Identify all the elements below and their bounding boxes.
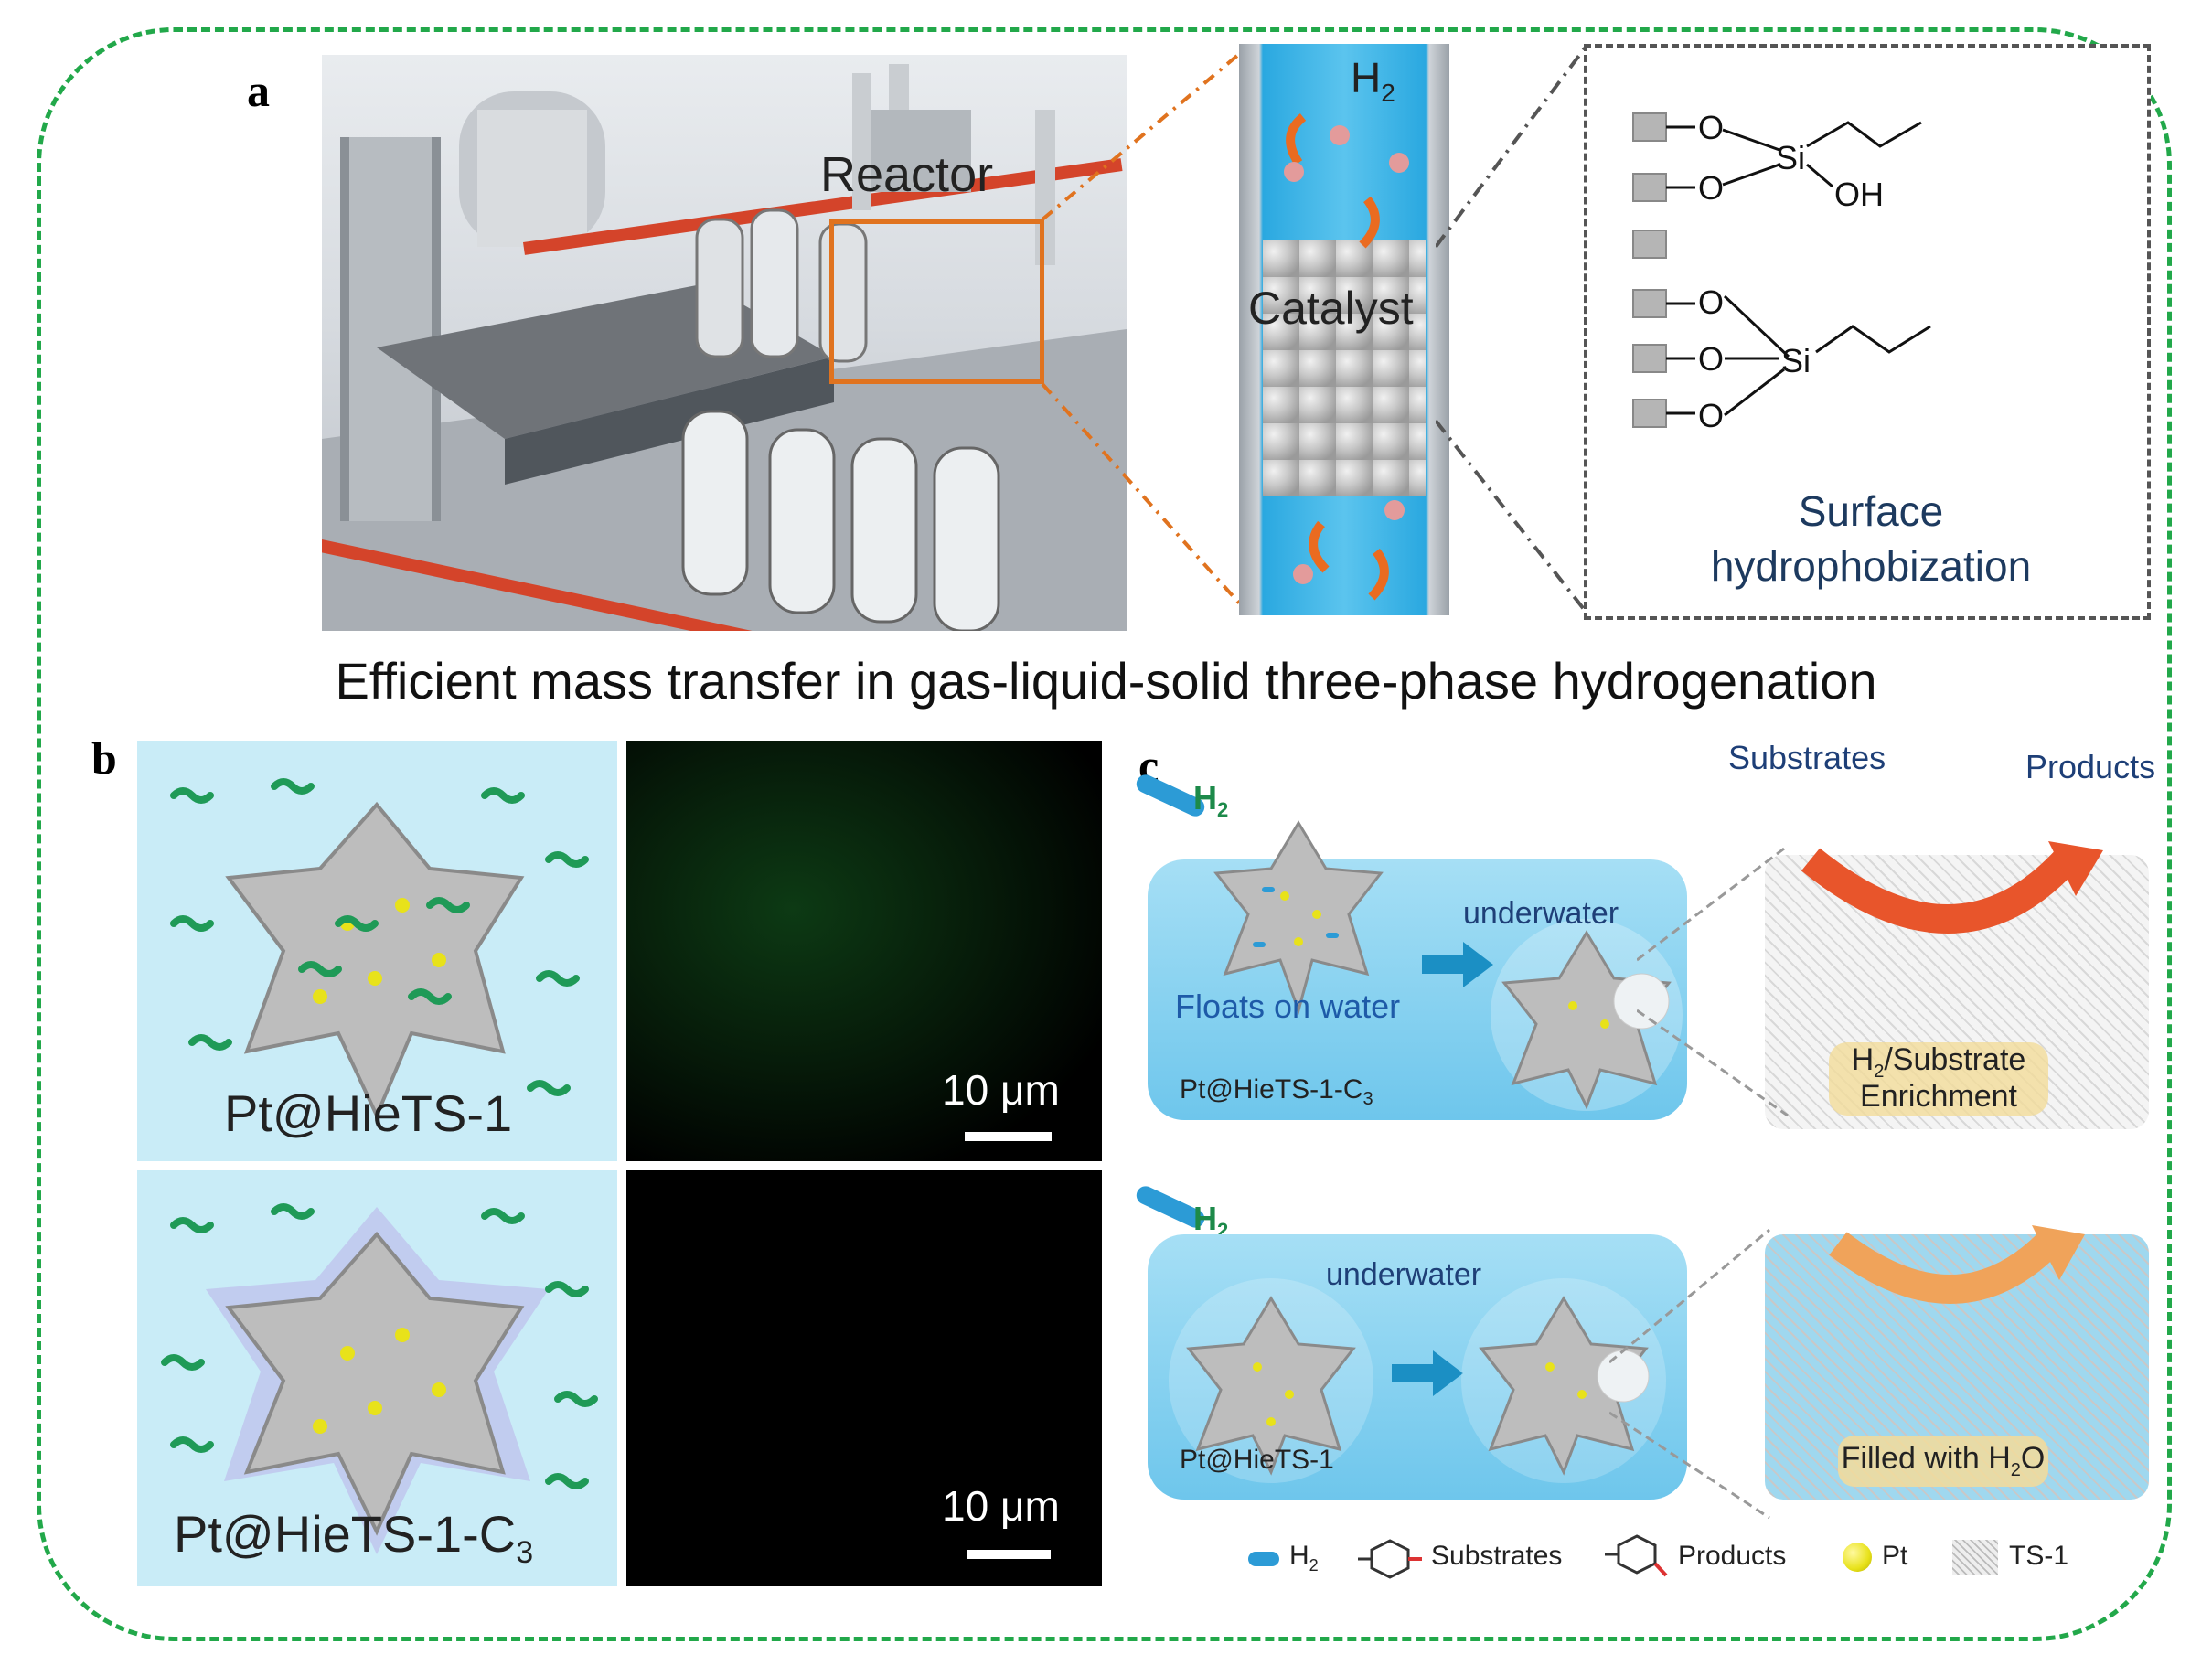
surface-zoom-lines	[1436, 44, 1588, 614]
surface-title-line1: Surface	[1798, 487, 1944, 535]
b-top-scale-label: 10 μm	[942, 1066, 1060, 1114]
c-enrichment-line2: Enrichment	[1860, 1079, 2017, 1114]
legend-substrates-label: Substrates	[1431, 1541, 1563, 1571]
catalyst-label: Catalyst	[1248, 283, 1414, 334]
silicon-2: Si	[1781, 342, 1811, 379]
dashed-outer-frame	[37, 27, 2172, 1641]
silicon-1: Si	[1776, 139, 1806, 176]
legend-product-icon	[1605, 1534, 1668, 1577]
oxygen-2: O	[1698, 169, 1725, 207]
legend-pt-label: Pt	[1882, 1541, 1908, 1571]
c-filled-highlight	[1838, 1436, 2048, 1487]
b-bottom-scale-bar	[967, 1550, 1051, 1559]
b-bottom-schematic: Pt@HieTS-1-C3	[137, 1170, 617, 1586]
c-bottom-particle-1	[1169, 1278, 1373, 1483]
b-bottom-fluorescence-image: 10 μm	[626, 1170, 1102, 1586]
c-bottom-catalyst-label: Pt@HieTS-1	[1180, 1445, 1334, 1475]
c-substrates-header: Substrates	[1728, 739, 1886, 776]
b-top-label: Pt@HieTS-1	[224, 1084, 513, 1142]
c-top-zoom-lines	[1637, 844, 1789, 1117]
surface-title-line2: hydrophobization	[1710, 542, 2032, 590]
oxygen-5: O	[1698, 397, 1725, 434]
legend-ts1-label: TS-1	[2009, 1541, 2069, 1571]
reactor-tube-cross-section: H2 Catalyst	[1239, 44, 1449, 615]
c-floats-label: Floats on water	[1175, 987, 1401, 1025]
hydroxyl: OH	[1834, 176, 1884, 213]
c-top-underwater-label: underwater	[1463, 896, 1619, 931]
b-top-schematic: Pt@HieTS-1	[137, 741, 617, 1161]
reactor-highlight-box	[829, 219, 1044, 384]
reactor-label: Reactor	[820, 147, 994, 202]
c-bottom-underwater-label: underwater	[1326, 1257, 1482, 1292]
c-bottom-transfer-arrow	[1829, 1225, 2085, 1304]
c-top-particle-2	[1491, 919, 1683, 1111]
tube-h2-label: H2	[1351, 54, 1395, 108]
tube-particles	[1284, 113, 1409, 601]
c-top-h2-label: H2	[1193, 779, 1229, 822]
c-bottom-particle-2	[1461, 1278, 1666, 1483]
surface-hydrophobization-box: O O Si OH O O O Si Surface hydrophobizat…	[1584, 44, 2151, 620]
legend-products-label: Products	[1678, 1541, 1787, 1571]
b-top-scale-bar	[965, 1132, 1052, 1141]
oxygen-1: O	[1698, 109, 1725, 146]
c-top-catalyst-label: Pt@HieTS-1-C3	[1180, 1074, 1373, 1109]
zoom-lines	[1041, 48, 1245, 610]
b-bottom-label: Pt@HieTS-1-C3	[174, 1505, 534, 1571]
c-filled-label: Filled with H2O	[1841, 1441, 2046, 1480]
legend-h2-label: H2	[1289, 1541, 1319, 1575]
c-top-particle-1	[1213, 820, 1384, 1015]
c-enrichment-line1: H2/Substrate	[1851, 1042, 2026, 1082]
legend-pt-icon	[1843, 1543, 1872, 1572]
oxygen-4: O	[1698, 340, 1725, 378]
b-top-fluorescence-image: 10 μm	[626, 741, 1102, 1161]
panel-label-a: a	[247, 65, 270, 116]
catalyst-bed	[1263, 240, 1426, 496]
silane-structure	[1632, 112, 1931, 428]
c-enrichment-highlight	[1829, 1042, 2048, 1116]
c-bottom-zoom-lines	[1609, 1228, 1770, 1520]
c-top-transfer-arrow	[1801, 841, 2103, 934]
c-top-arrow	[1422, 942, 1493, 987]
c-bottom-arrow	[1392, 1350, 1463, 1396]
legend-substrate-icon	[1358, 1539, 1422, 1579]
legend-h2-icon	[1248, 1552, 1279, 1566]
c-products-header: Products	[2025, 748, 2156, 785]
legend-ts1-icon	[1952, 1540, 1998, 1575]
b-top-particle	[170, 778, 589, 1120]
b-bottom-scale-label: 10 μm	[942, 1482, 1060, 1530]
oxygen-3: O	[1698, 283, 1725, 321]
panel-label-b: b	[91, 732, 117, 784]
b-bottom-particle	[161, 1203, 598, 1554]
refinery-drawing	[322, 64, 1127, 631]
figure-caption: Efficient mass transfer in gas-liquid-so…	[335, 652, 1877, 710]
refinery-plant-illustration: Reactor	[322, 55, 1127, 631]
